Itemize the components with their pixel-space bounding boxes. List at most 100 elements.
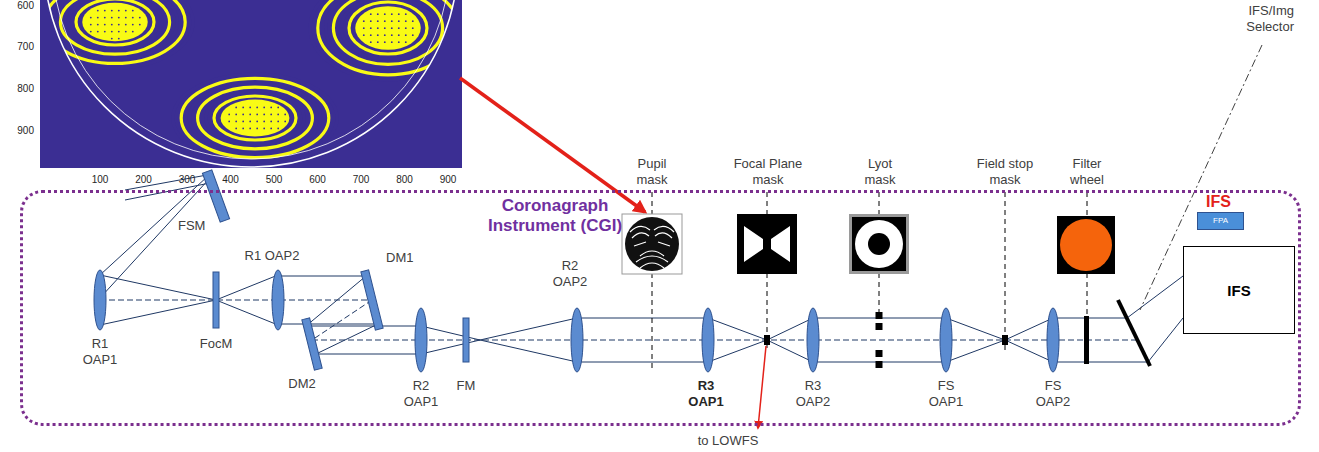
pattern-dot bbox=[384, 20, 386, 22]
pattern-dot bbox=[384, 34, 386, 36]
pattern-dot bbox=[249, 107, 251, 109]
pattern-dot bbox=[398, 20, 400, 22]
pattern-dot bbox=[132, 10, 134, 12]
pattern-dot bbox=[118, 17, 120, 19]
pattern-dot bbox=[363, 34, 365, 36]
pupil-mask-image bbox=[622, 214, 682, 274]
pattern-dot bbox=[118, 38, 120, 40]
optic-label: R3 OAP1 bbox=[684, 378, 728, 409]
fringe-ring bbox=[60, 0, 169, 54]
pattern-dot bbox=[111, 10, 113, 12]
optic-label: FM bbox=[457, 378, 476, 394]
mask-label: Focal Plane mask bbox=[726, 156, 810, 187]
pupil-edge bbox=[44, 0, 458, 167]
oap-lens bbox=[940, 308, 952, 372]
pattern-dot bbox=[263, 114, 265, 116]
optic-label: FocM bbox=[200, 336, 233, 352]
pattern-dot bbox=[391, 41, 393, 43]
pattern-dot bbox=[249, 127, 251, 129]
oap-lens bbox=[702, 308, 714, 372]
optic-label: DM1 bbox=[386, 250, 413, 266]
pattern-dot bbox=[249, 121, 251, 123]
focal-plane-mask bbox=[764, 335, 770, 345]
axis-tick-label: 300 bbox=[172, 174, 202, 185]
pattern-dot bbox=[256, 127, 258, 129]
pattern-dot bbox=[256, 114, 258, 116]
pattern-dot bbox=[118, 10, 120, 12]
pattern-dot bbox=[270, 121, 272, 123]
pattern-dot bbox=[370, 13, 372, 15]
instrument-region: FPAIFSCoronagraph Instrument (CGI) bbox=[20, 190, 1301, 426]
pattern-dot bbox=[125, 10, 127, 12]
oap-lens bbox=[1047, 308, 1059, 372]
fringe-ring bbox=[37, 0, 193, 68]
pattern-dot bbox=[256, 121, 258, 123]
pupil-edge bbox=[52, 0, 450, 159]
pattern-dot bbox=[104, 17, 106, 19]
section-heading: Coronagraph Instrument (CGI) bbox=[475, 196, 635, 237]
mask-label: Lyot mask bbox=[860, 156, 900, 187]
pupil-lobe bbox=[82, 3, 148, 42]
pattern-dot bbox=[90, 31, 92, 33]
pattern-dot bbox=[249, 114, 251, 116]
pattern-dot bbox=[384, 13, 386, 15]
pattern-dot bbox=[111, 24, 113, 26]
fringe-ring bbox=[326, 0, 451, 70]
pattern-dot bbox=[270, 127, 272, 129]
pattern-dot bbox=[104, 10, 106, 12]
mask-label: Filter wheel bbox=[1063, 156, 1111, 187]
pattern-dot bbox=[256, 107, 258, 109]
filter-element bbox=[1084, 316, 1089, 364]
output-label: to LOWFS bbox=[698, 433, 759, 449]
pattern-dot bbox=[125, 24, 127, 26]
optic-label: R2 OAP1 bbox=[401, 378, 441, 409]
pattern-dot bbox=[118, 31, 120, 33]
lyot-mask-image bbox=[852, 217, 906, 271]
filter-image bbox=[1057, 216, 1115, 274]
focal-mask-image bbox=[744, 226, 790, 262]
pattern-dot bbox=[377, 41, 379, 43]
fringe-ring bbox=[198, 87, 313, 149]
axis-tick-label: 800 bbox=[6, 83, 34, 94]
fringe-ring bbox=[206, 92, 304, 145]
pattern-dot bbox=[391, 13, 393, 15]
pattern-dot bbox=[405, 27, 407, 29]
deformable-mirror bbox=[361, 270, 383, 330]
fringe-ring bbox=[173, 74, 337, 162]
pattern-dot bbox=[405, 41, 407, 43]
pattern-dot bbox=[97, 31, 99, 33]
box-label: FPA bbox=[1213, 217, 1228, 225]
field-stop bbox=[1002, 335, 1008, 345]
pattern-dot bbox=[398, 34, 400, 36]
lowfs-arrow bbox=[758, 346, 766, 428]
optic-label: R1 OAP1 bbox=[80, 336, 120, 367]
optic-label: DM2 bbox=[288, 376, 315, 392]
fringe-ring bbox=[76, 0, 154, 45]
pattern-dot bbox=[125, 31, 127, 33]
fringe-ring bbox=[53, 0, 178, 59]
deformable-mirror bbox=[302, 318, 322, 370]
pattern-dot bbox=[235, 107, 237, 109]
pattern-dot bbox=[235, 121, 237, 123]
pattern-dot bbox=[111, 31, 113, 33]
pattern-dot bbox=[132, 31, 134, 33]
pattern-dot bbox=[132, 24, 134, 26]
pattern-dot bbox=[377, 27, 379, 29]
pattern-dot bbox=[242, 121, 244, 123]
pattern-dot bbox=[263, 121, 265, 123]
axis-tick-label: 500 bbox=[259, 174, 289, 185]
pattern-dot bbox=[391, 27, 393, 29]
axis-tick-label: 900 bbox=[6, 125, 34, 136]
pattern-dot bbox=[405, 13, 407, 15]
pattern-dot bbox=[370, 27, 372, 29]
filter-image bbox=[1060, 219, 1112, 271]
lyot-mask-image bbox=[855, 220, 903, 268]
axis-tick-label: 700 bbox=[6, 41, 34, 52]
fringe-ring bbox=[349, 2, 427, 54]
fringe-ring bbox=[181, 78, 329, 157]
oap-lens bbox=[415, 308, 427, 372]
pattern-dot bbox=[284, 121, 286, 123]
optic-label: FSM bbox=[178, 218, 205, 234]
pupil-lobe bbox=[221, 100, 290, 137]
mask-label: Pupil mask bbox=[630, 156, 674, 187]
